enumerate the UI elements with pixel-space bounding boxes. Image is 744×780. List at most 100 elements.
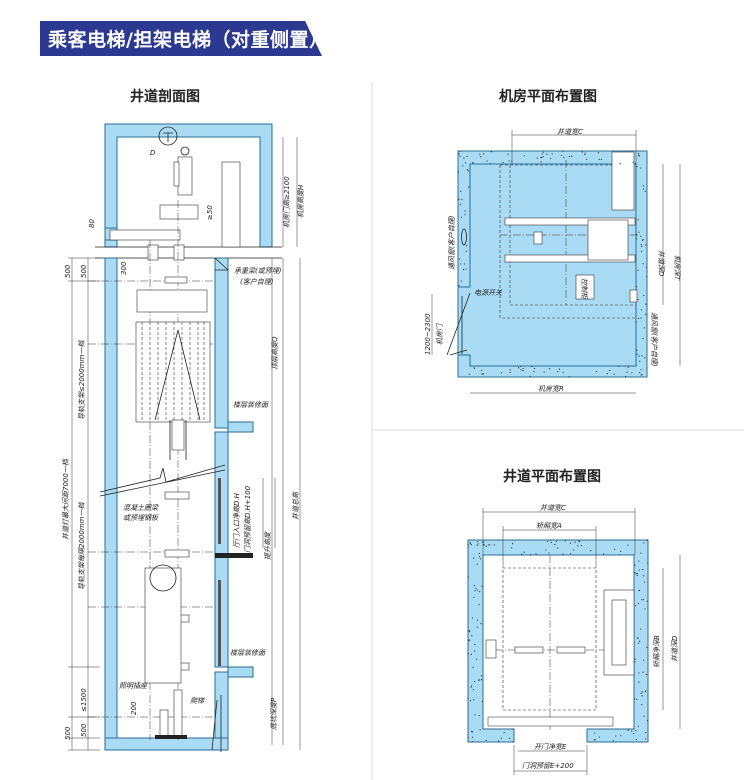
concrete-speckle xyxy=(523,154,526,157)
concrete-speckle xyxy=(464,214,466,216)
concrete-speckle xyxy=(458,198,460,200)
concrete-speckle xyxy=(540,156,542,159)
concrete-speckle xyxy=(467,639,470,641)
concrete-speckle xyxy=(470,544,473,546)
concrete-speckle xyxy=(519,365,522,367)
label-rail-bracket-2: 导轨支架每隔2000mm一档 xyxy=(78,502,86,590)
label-room-depth: 机房深T xyxy=(673,255,681,281)
concrete-speckle xyxy=(467,576,469,578)
concrete-speckle xyxy=(562,150,564,152)
concrete-speckle xyxy=(562,553,564,555)
concrete-speckle xyxy=(518,367,520,369)
concrete-speckle xyxy=(627,728,629,730)
concrete-speckle xyxy=(640,368,642,371)
concrete-speckle xyxy=(523,551,525,553)
concrete-speckle xyxy=(637,638,639,640)
concrete-speckle xyxy=(639,360,641,362)
label-beam: 承重梁(或预埋) xyxy=(234,267,282,275)
concrete-speckle xyxy=(508,160,510,162)
concrete-speckle xyxy=(640,167,642,169)
concrete-speckle xyxy=(634,698,636,700)
concrete-speckle xyxy=(458,285,460,287)
left-shaft-wall xyxy=(104,257,118,751)
concrete-speckle xyxy=(636,636,639,639)
concrete-speckle xyxy=(545,549,547,551)
label-ring-beam-2: 或预埋钢板 xyxy=(123,514,159,522)
label-rail-bracket: 导轨支架≤2000mm一档 xyxy=(78,340,86,420)
concrete-speckle xyxy=(612,740,614,742)
concrete-speckle xyxy=(546,153,548,155)
concrete-speckle xyxy=(460,190,462,192)
concrete-speckle xyxy=(642,599,645,601)
concrete-speckle xyxy=(643,659,645,661)
car-top-beam xyxy=(136,289,208,313)
concrete-speckle xyxy=(642,671,644,673)
machine-room-title: 机房平面布置图 xyxy=(499,88,597,105)
concrete-speckle xyxy=(473,596,475,598)
concrete-speckle xyxy=(638,231,640,233)
label-beam-2: (客户自理) xyxy=(240,278,274,286)
concrete-speckle xyxy=(645,266,648,268)
concrete-speckle xyxy=(550,157,552,159)
concrete-speckle xyxy=(468,639,470,641)
concrete-speckle xyxy=(480,156,482,158)
concrete-speckle xyxy=(646,539,648,541)
concrete-speckle xyxy=(645,690,647,692)
label-power-switch: 电源开关 xyxy=(474,289,503,297)
concrete-speckle xyxy=(620,550,622,552)
concrete-speckle xyxy=(606,373,608,375)
concrete-speckle xyxy=(467,653,470,655)
label-door-height: 机房门高≥2100 xyxy=(283,176,291,228)
concrete-speckle xyxy=(467,544,469,546)
concrete-speckle xyxy=(472,688,474,691)
concrete-speckle xyxy=(463,157,465,159)
concrete-speckle xyxy=(619,162,621,165)
concrete-speckle xyxy=(568,376,570,378)
concrete-speckle xyxy=(642,337,644,340)
concrete-speckle xyxy=(643,715,645,717)
concrete-speckle xyxy=(640,374,642,376)
concrete-speckle xyxy=(584,154,586,156)
concrete-speckle xyxy=(635,238,637,240)
label-car-width: 轿厢宽A xyxy=(536,522,562,530)
concrete-speckle xyxy=(637,299,639,301)
concrete-speckle xyxy=(627,366,629,368)
hoistway-plan-title: 井道平面布置图 xyxy=(503,468,601,485)
concrete-speckle xyxy=(549,368,551,370)
concrete-speckle xyxy=(635,738,637,741)
concrete-speckle xyxy=(478,552,480,555)
concrete-speckle xyxy=(644,190,646,192)
hook-symbol xyxy=(158,126,178,146)
label-door-range: 1200~2300 xyxy=(424,313,432,355)
concrete-speckle xyxy=(459,155,461,157)
concrete-speckle xyxy=(480,623,482,625)
traction-motor xyxy=(177,156,193,196)
label-door-reserve: 门洞预留E+200 xyxy=(522,762,574,770)
concrete-speckle xyxy=(487,544,489,546)
concrete-speckle xyxy=(597,152,600,154)
concrete-speckle xyxy=(470,686,472,688)
concrete-speckle xyxy=(644,581,646,583)
concrete-speckle xyxy=(531,365,533,367)
concrete-speckle xyxy=(562,371,564,373)
concrete-speckle xyxy=(581,151,583,153)
concrete-speckle xyxy=(615,735,617,737)
concrete-speckle xyxy=(460,216,462,219)
label-room-width: 机房宽R xyxy=(538,385,564,393)
page-title: 乘客电梯/担架电梯（对重侧置） xyxy=(48,29,329,51)
label-ge50: ≥50 xyxy=(206,205,214,220)
floor-slab-lower xyxy=(227,666,254,678)
machine-room-door xyxy=(221,161,241,248)
concrete-speckle xyxy=(471,736,474,738)
concrete-speckle xyxy=(636,572,638,575)
concrete-speckle xyxy=(540,161,542,163)
concrete-speckle xyxy=(480,558,482,560)
concrete-speckle xyxy=(469,543,472,545)
concrete-speckle xyxy=(480,678,483,681)
concrete-speckle xyxy=(637,154,640,156)
concrete-speckle xyxy=(512,728,514,730)
concrete-speckle xyxy=(474,650,476,652)
concrete-speckle xyxy=(551,153,553,155)
machine-base xyxy=(159,204,199,220)
concrete-speckle xyxy=(500,372,503,374)
